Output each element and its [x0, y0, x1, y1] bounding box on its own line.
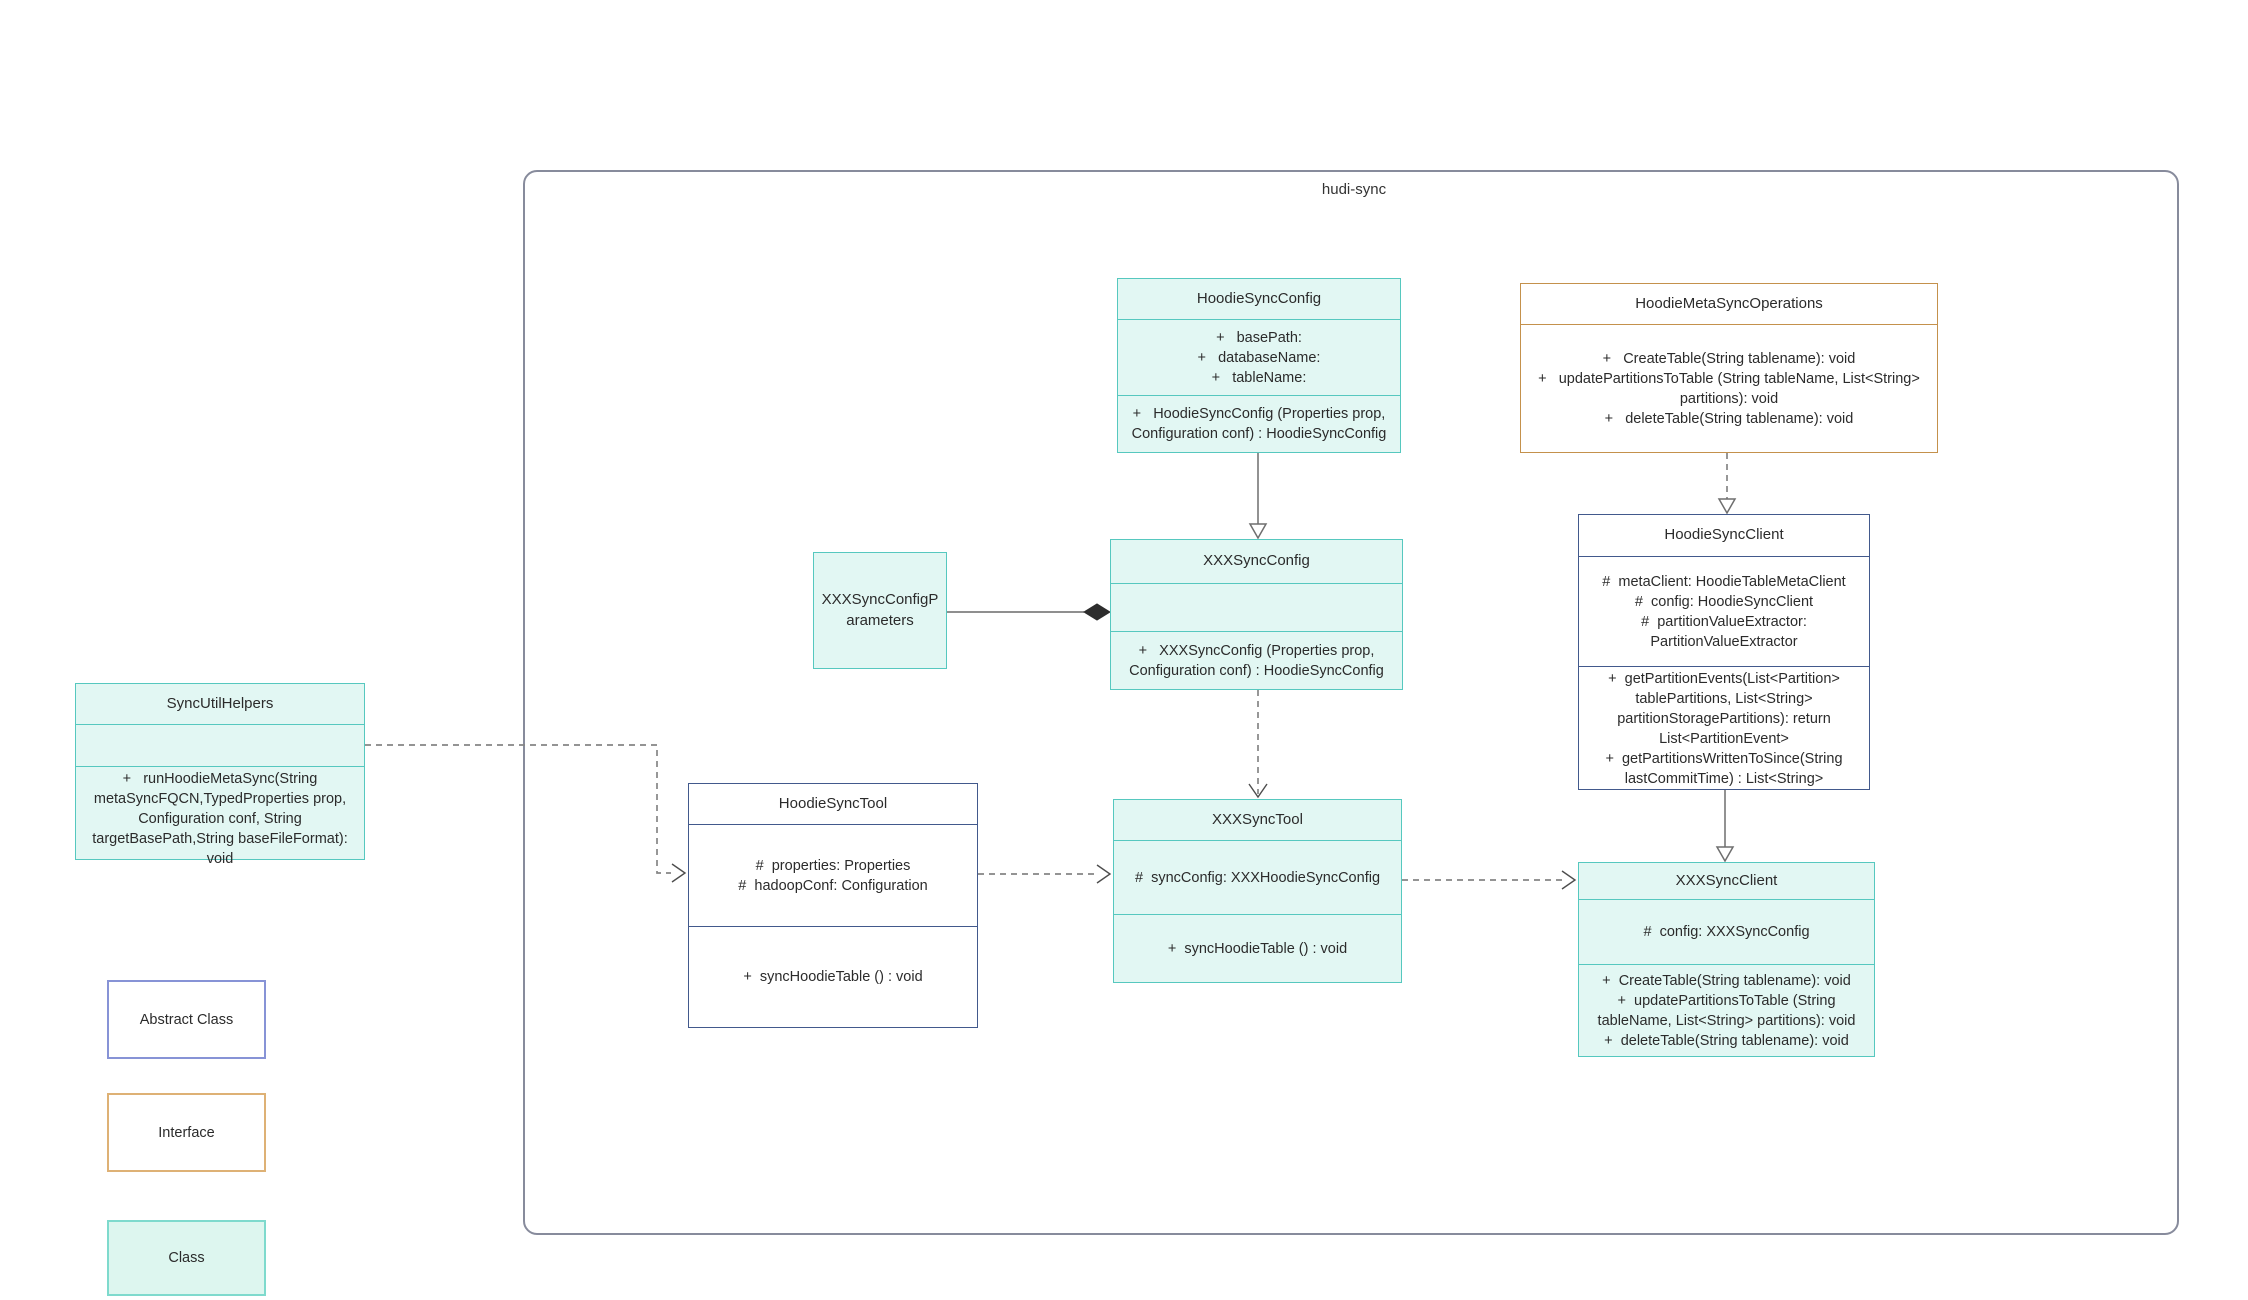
class-box-sync-util-helpers[interactable]: SyncUtilHelpers + runHoodieMetaSync(Stri… [75, 683, 365, 867]
abstract-class-box-hoodie-sync-tool[interactable]: HoodieSyncTool # properties: Properties … [688, 783, 978, 1028]
abstract-class-box-hoodie-sync-client[interactable]: HoodieSyncClient # metaClient: HoodieTab… [1578, 514, 1870, 790]
attribute-line: + basePath: [1216, 329, 1302, 346]
attribute-line: + tableName: [1211, 369, 1307, 386]
class-title: HoodieSyncClient [1664, 526, 1784, 544]
class-title: HoodieSyncConfig [1196, 289, 1322, 307]
method-line: + syncHoodieTable () : void [743, 969, 923, 985]
method-line: + CreateTable(String tablename): void [1602, 972, 1851, 989]
class-box-xxx-sync-tool[interactable]: XXXSyncTool # syncConfig: XXXHoodieSyncC… [1113, 799, 1402, 983]
class-box-xxx-sync-config[interactable]: XXXSyncConfig + XXXSyncConfig (Propertie… [1110, 539, 1403, 690]
attribute-line: # properties: Properties [755, 857, 911, 874]
attribute-line: # config: XXXSyncConfig [1643, 924, 1810, 940]
method-line: + XXXSyncConfig (Properties prop, Config… [1129, 642, 1384, 679]
empty-attributes-section [1111, 583, 1402, 631]
method-line: + HoodieSyncConfig (Properties prop, Con… [1131, 406, 1387, 442]
package-label: hudi-sync [1321, 181, 1387, 198]
class-box-xxx-sync-config-parameters[interactable]: XXXSyncConfigParameters [813, 552, 947, 669]
method-line: + syncHoodieTable () : void [1167, 940, 1348, 957]
legend-class: Class [107, 1220, 266, 1296]
class-title: XXXSyncClient [1675, 871, 1778, 889]
class-box-xxx-sync-client[interactable]: XXXSyncClient # config: XXXSyncConfig + … [1578, 862, 1875, 1057]
method-line: + updatePartitionsToTable (String tableN… [1538, 370, 1920, 407]
method-line: + runHoodieMetaSync(String metaSyncFQCN,… [92, 771, 348, 867]
legend-label: Class [168, 1250, 205, 1266]
attribute-line: + databaseName: [1197, 349, 1321, 366]
method-line: + deleteTable(String tablename): void [1604, 1032, 1849, 1049]
method-line: + getPartitionsWrittenToSince(String las… [1605, 751, 1843, 787]
class-title: XXXSyncConfigParameters [821, 590, 939, 629]
class-title: HoodieSyncTool [778, 794, 888, 812]
class-title: SyncUtilHelpers [166, 694, 274, 712]
method-line: + updatePartitionsToTable (String tableN… [1597, 992, 1856, 1029]
attribute-line: # partitionValueExtractor: PartitionValu… [1641, 613, 1807, 650]
method-line: + deleteTable(String tablename): void [1604, 410, 1854, 427]
method-line: + CreateTable(String tablename): void [1602, 350, 1856, 367]
class-box-hoodie-sync-config[interactable]: HoodieSyncConfig + basePath: + databaseN… [1117, 278, 1401, 453]
interface-box-hoodie-meta-sync-operations[interactable]: HoodieMetaSyncOperations + CreateTable(S… [1520, 283, 1938, 453]
class-title: XXXSyncTool [1212, 810, 1303, 828]
empty-attributes-section [76, 724, 364, 766]
attribute-line: # hadoopConf: Configuration [738, 877, 928, 894]
legend-interface: Interface [107, 1093, 266, 1172]
attribute-line: # syncConfig: XXXHoodieSyncConfig [1134, 869, 1381, 886]
class-title: XXXSyncConfig [1203, 552, 1310, 570]
legend-label: Interface [158, 1124, 215, 1141]
legend-label: Abstract Class [139, 1011, 234, 1028]
method-line: + getPartitionEvents(List<Partition> tab… [1608, 671, 1840, 747]
attribute-line: # metaClient: HoodieTableMetaClient [1602, 573, 1846, 590]
attribute-line: # config: HoodieSyncClient [1634, 593, 1814, 610]
legend-abstract-class: Abstract Class [107, 980, 266, 1059]
class-title: HoodieMetaSyncOperations [1635, 294, 1823, 312]
